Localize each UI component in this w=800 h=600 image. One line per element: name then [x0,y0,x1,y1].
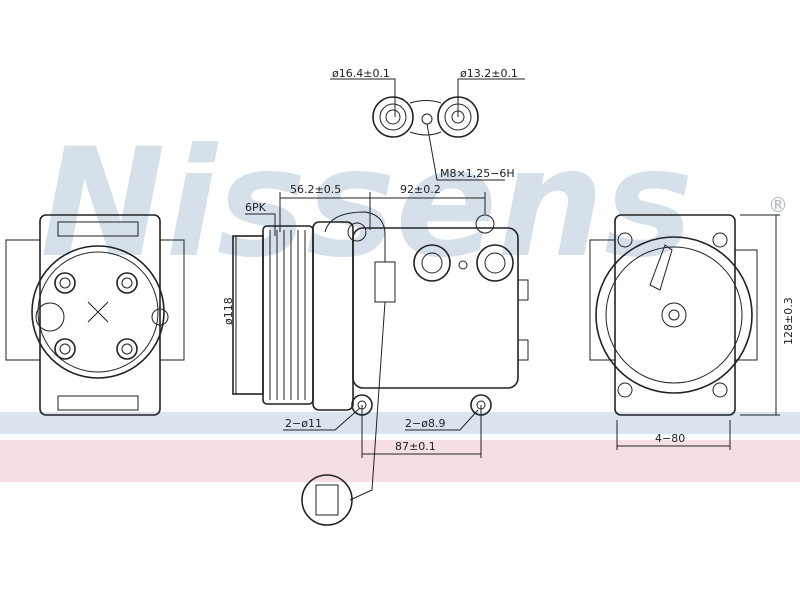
port-detail-view: ø16.4±0.1 ø13.2±0.1 M8×1,25−6H [330,67,525,181]
rear-bolts-label: 4−80 [655,432,685,445]
mount-hole-small-label: 2−ø8.9 [405,417,445,430]
mount-spacing-label: 87±0.1 [395,440,436,453]
pink-band [0,440,800,482]
mount-hole-large-label: 2−ø11 [285,417,322,430]
port-large-label: ø16.4±0.1 [332,67,390,80]
pulley-diameter-label: ø118 [222,297,235,325]
registered-mark: ® [768,193,788,217]
side-view: 56.2±0.5 92±0.2 6PK ø118 2−ø11 2−ø8.9 87… [222,183,529,526]
thread-label: M8×1,25−6H [440,167,515,180]
height-label: 128±0.3 [782,297,795,345]
port-small-label: ø13.2±0.1 [460,67,518,80]
pulley-type-label: 6PK [245,201,267,214]
front-view [5,214,185,416]
rear-view: 128±0.3 4−80 [589,214,795,450]
port-spacing-label: 92±0.2 [400,183,441,196]
blue-band [0,412,800,434]
pulley-offset-label: 56.2±0.5 [290,183,341,196]
nissens-watermark: Nissens [40,117,693,291]
